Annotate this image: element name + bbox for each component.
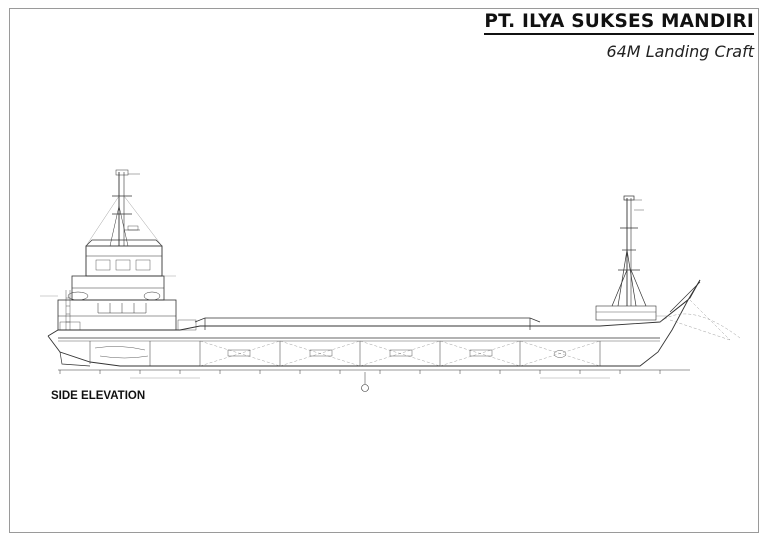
vessel-title: 64M Landing Craft bbox=[606, 42, 754, 61]
company-name: PT. ILYA SUKSES MANDIRI bbox=[484, 12, 754, 35]
annotation-leaders bbox=[40, 275, 668, 379]
fore-mast bbox=[611, 195, 647, 307]
main-mast bbox=[85, 169, 163, 247]
bow-ramp bbox=[595, 279, 741, 341]
drawing-sheet bbox=[9, 8, 759, 533]
hull bbox=[47, 279, 701, 392]
side-elevation-label: SIDE ELEVATION bbox=[51, 390, 146, 402]
superstructure bbox=[57, 239, 197, 331]
